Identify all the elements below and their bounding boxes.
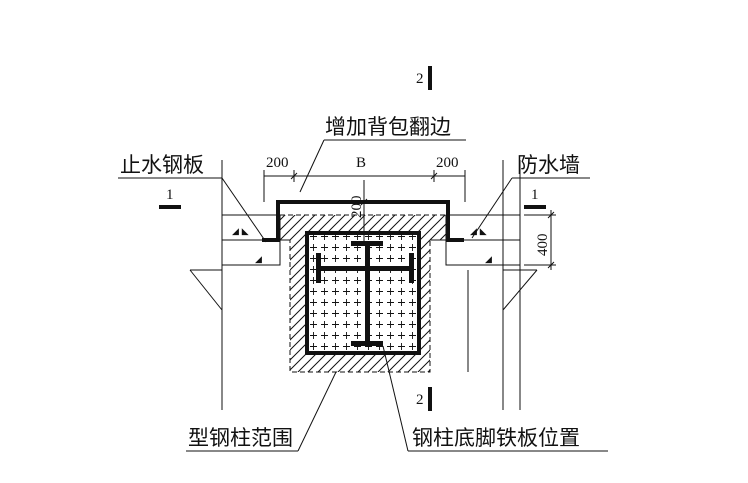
svg-text:◢ ◣: ◢ ◣: [232, 227, 249, 237]
waterproof-upturn-line: [262, 200, 464, 242]
section-mark-top-label: 2: [416, 71, 424, 87]
label-waterproof-wall: 防水墙: [517, 153, 580, 177]
section-mark-top: [428, 66, 432, 90]
footing-lines: [189, 269, 538, 311]
label-waterstop-plate: 止水钢板: [120, 153, 204, 177]
section-mark-bottom: [428, 387, 432, 411]
svg-text:◢: ◢: [255, 255, 262, 265]
section-mark-right: [524, 205, 546, 209]
dim-b: B: [356, 155, 366, 171]
svg-text:◢: ◢: [485, 255, 492, 265]
dim-200-left: 200: [266, 155, 289, 171]
label-steel-column-range: 型钢柱范围: [188, 426, 293, 450]
label-overflow-edge: 增加背包翻边: [325, 115, 451, 139]
wall-outline-lines: [221, 160, 521, 410]
dim-200-vertical: 200: [349, 196, 365, 219]
vertical-dimension-400: [524, 210, 556, 270]
section-mark-bottom-label: 2: [416, 392, 424, 408]
h-steel-section: [316, 241, 414, 346]
section-mark-left: [159, 205, 181, 209]
label-base-plate-position: 钢柱底脚铁板位置: [412, 426, 580, 450]
svg-text:◢ ◣: ◢ ◣: [470, 227, 487, 237]
dim-400-vertical: 400: [535, 234, 551, 257]
section-mark-left-label: 1: [166, 187, 174, 203]
concrete-column: [305, 231, 421, 355]
dim-200-right: 200: [436, 155, 459, 171]
vertical-dimension-200: [360, 180, 368, 244]
leader-lines: [118, 139, 608, 452]
section-mark-right-label: 1: [531, 187, 539, 203]
top-dimension-chain: [263, 170, 466, 202]
